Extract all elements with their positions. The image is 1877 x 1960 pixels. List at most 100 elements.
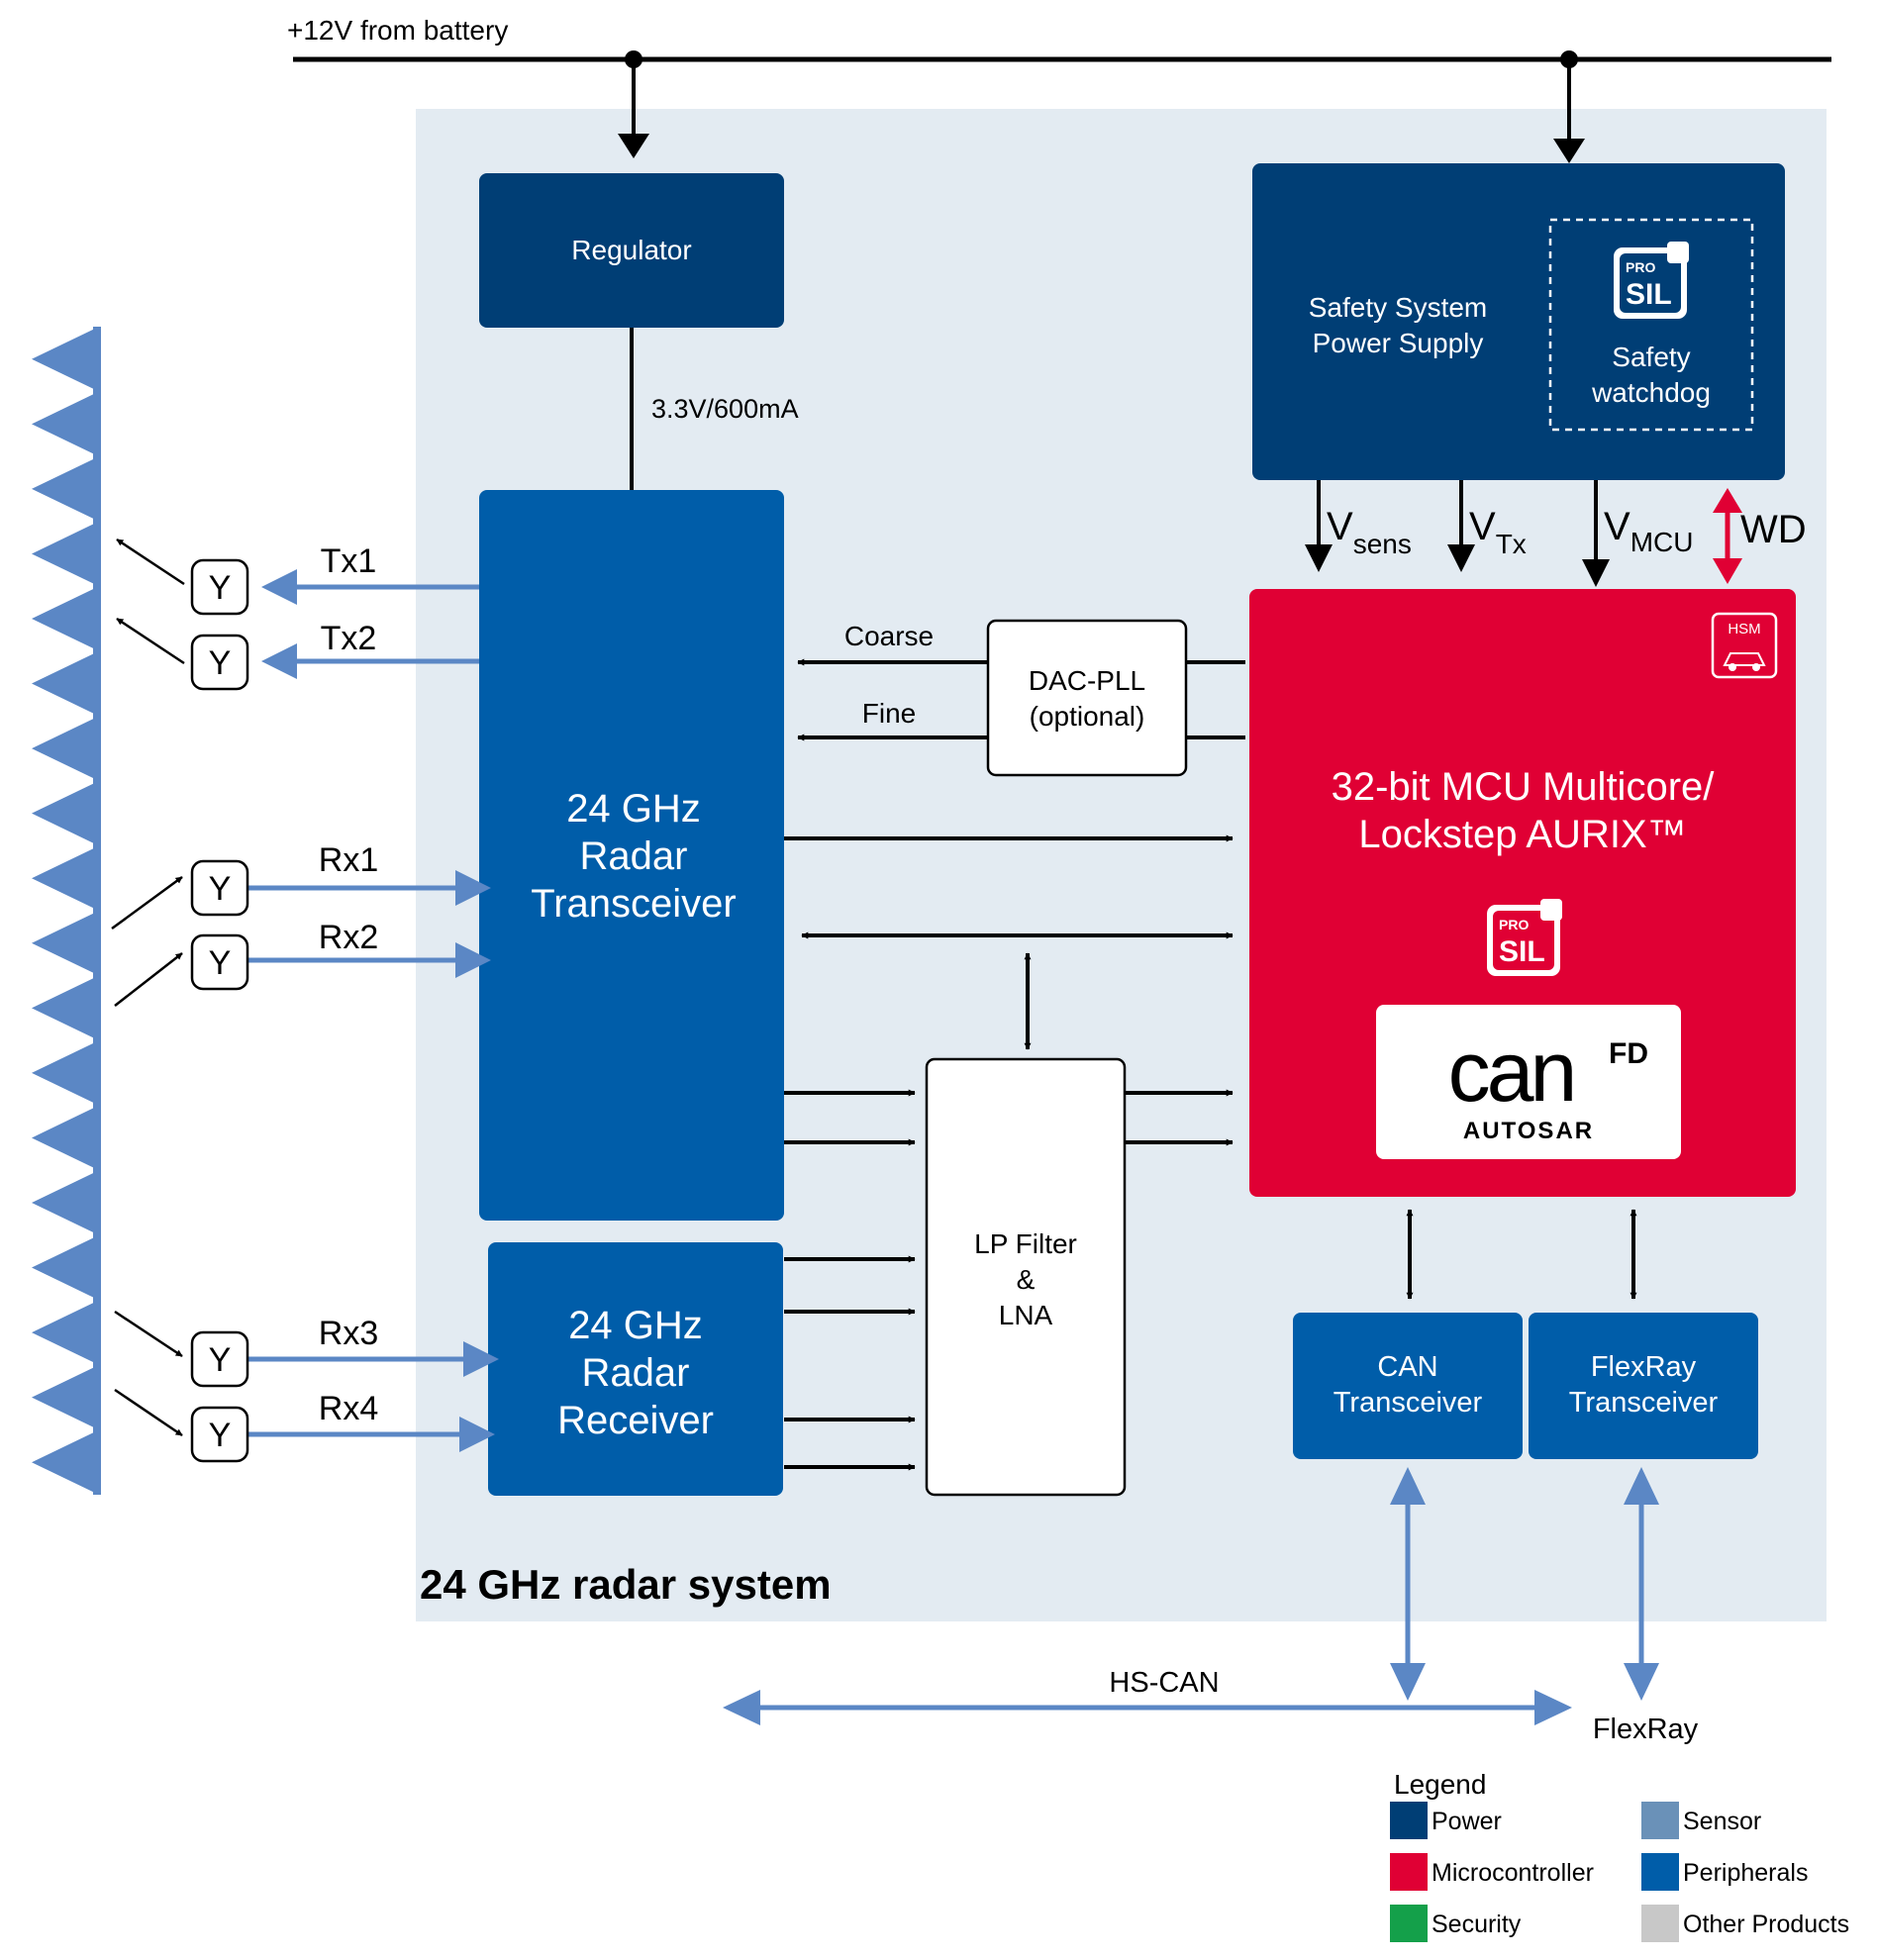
can-transceiver-label-1: CAN: [1377, 1351, 1437, 1383]
legend-label: Peripherals: [1683, 1859, 1808, 1887]
rx2-label: Rx2: [319, 919, 378, 956]
antenna-element: [32, 780, 99, 846]
svg-text:SIL: SIL: [1499, 935, 1545, 968]
mcu-label-2: Lockstep AURIX™: [1358, 813, 1686, 856]
transceiver-label-3: Transceiver: [531, 882, 736, 926]
tx2-label: Tx2: [321, 620, 377, 657]
svg-text:Y: Y: [209, 1417, 232, 1454]
legend-swatch: [1641, 1802, 1679, 1839]
can-fd-text: FD: [1609, 1037, 1648, 1070]
flexray-bus-label: FlexRay: [1593, 1714, 1699, 1745]
rx4-label: Rx4: [319, 1390, 378, 1427]
antenna-array: [32, 327, 101, 1495]
dac-pll-block: [986, 619, 1188, 777]
fine-label: Fine: [862, 698, 916, 729]
legend-label: Security: [1432, 1911, 1522, 1938]
receiver-label-1: 24 GHz: [568, 1304, 703, 1347]
hs-can-label: HS-CAN: [1109, 1667, 1219, 1699]
safety-psu-label-2: Power Supply: [1313, 328, 1484, 358]
rx1-label: Rx1: [319, 841, 378, 879]
svg-text:SIL: SIL: [1626, 278, 1672, 311]
dac-pll-label-2: (optional): [1030, 701, 1145, 732]
antenna-element: [32, 391, 99, 457]
antenna-element: [32, 1170, 99, 1235]
tx1-label: Tx1: [321, 542, 377, 580]
transceiver-label-2: Radar: [580, 834, 688, 878]
legend-swatch: [1390, 1853, 1428, 1891]
antenna-element: [32, 1105, 99, 1171]
legend-label: Microcontroller: [1432, 1859, 1594, 1887]
safety-psu-block: [1252, 163, 1785, 480]
antenna-feed: [93, 327, 101, 1495]
lp-filter-label-1: LP Filter: [974, 1228, 1077, 1259]
hsm-icon: HSM: [1711, 612, 1778, 679]
svg-text:Y: Y: [209, 1341, 232, 1379]
rx3-path: Y: [114, 1310, 499, 1388]
lp-filter-label-3: LNA: [999, 1300, 1053, 1330]
legend-label: Power: [1432, 1808, 1502, 1835]
vtx-arrow: [1447, 544, 1475, 572]
regulator-block: [479, 173, 784, 328]
pro-sil-icon: PRO SIL: [1614, 242, 1689, 319]
transceiver-label-1: 24 GHz: [566, 787, 701, 831]
dac-pll-label-1: DAC-PLL: [1029, 665, 1145, 696]
flexray-transceiver-label-2: Transceiver: [1569, 1387, 1719, 1419]
lp-filter-label-2: &: [1017, 1264, 1036, 1295]
tx2-path: Y: [116, 617, 479, 691]
rx1-path: Y: [111, 859, 491, 931]
legend-label: Sensor: [1683, 1808, 1761, 1835]
legend-swatch: [1641, 1905, 1679, 1942]
regulator-output-label: 3.3V/600mA: [651, 394, 799, 424]
system-label: 24 GHz radar system: [420, 1561, 832, 1608]
antenna-element: [32, 716, 99, 781]
can-logo-text: can: [1448, 1025, 1574, 1120]
vmcu-arrow: [1582, 559, 1610, 587]
lp-filter-block: [925, 1057, 1127, 1497]
antenna-element: [32, 911, 99, 976]
regulator-label: Regulator: [571, 235, 691, 265]
antenna-element: [32, 327, 99, 392]
legend-swatch: [1641, 1853, 1679, 1891]
antenna-element: [32, 586, 99, 651]
legend-swatch: [1390, 1802, 1428, 1839]
receiver-label-2: Radar: [582, 1351, 690, 1395]
svg-text:PRO: PRO: [1626, 259, 1655, 275]
rx4-path: Y: [114, 1388, 495, 1463]
can-bus-vertical: [1390, 1467, 1426, 1701]
antenna-element: [32, 975, 99, 1041]
flexray-transceiver-block: [1529, 1313, 1758, 1459]
vsens-arrow: [1305, 544, 1333, 572]
flexray-bus-vertical: [1624, 1467, 1659, 1701]
legend-title: Legend: [1394, 1769, 1486, 1800]
wd-arrow: [1713, 488, 1742, 584]
flexray-transceiver-label-1: FlexRay: [1591, 1351, 1697, 1383]
pro-sil-icon: PRO SIL: [1487, 899, 1562, 976]
svg-text:Y: Y: [209, 644, 232, 682]
antenna-element: [32, 1364, 99, 1430]
antenna-element: [32, 1040, 99, 1106]
antenna-element: [32, 650, 99, 717]
legend-swatch: [1390, 1905, 1428, 1942]
receiver-block: [488, 1242, 783, 1496]
coarse-label: Coarse: [844, 621, 934, 651]
safety-watchdog-label-2: watchdog: [1591, 377, 1711, 408]
vsens-label: Vsens: [1327, 505, 1412, 559]
can-fd-logo: [1376, 1005, 1681, 1159]
can-transceiver-label-2: Transceiver: [1334, 1387, 1483, 1419]
mcu-label-1: 32-bit MCU Multicore/: [1332, 765, 1716, 809]
antenna-element: [32, 1300, 99, 1365]
antenna-element: [32, 1429, 99, 1495]
vmcu-label: VMCU: [1604, 505, 1693, 557]
hs-can-bus: [723, 1690, 1572, 1725]
can-transceiver-block: [1293, 1313, 1523, 1459]
safety-psu-label-1: Safety System: [1309, 292, 1488, 323]
transceiver-block: [479, 490, 784, 1221]
svg-text:HSM: HSM: [1728, 621, 1760, 637]
vtx-label: VTx: [1469, 505, 1527, 559]
wd-label: WD: [1740, 508, 1807, 551]
svg-text:Y: Y: [209, 569, 232, 607]
svg-text:Y: Y: [209, 870, 232, 908]
svg-text:PRO: PRO: [1499, 917, 1529, 932]
